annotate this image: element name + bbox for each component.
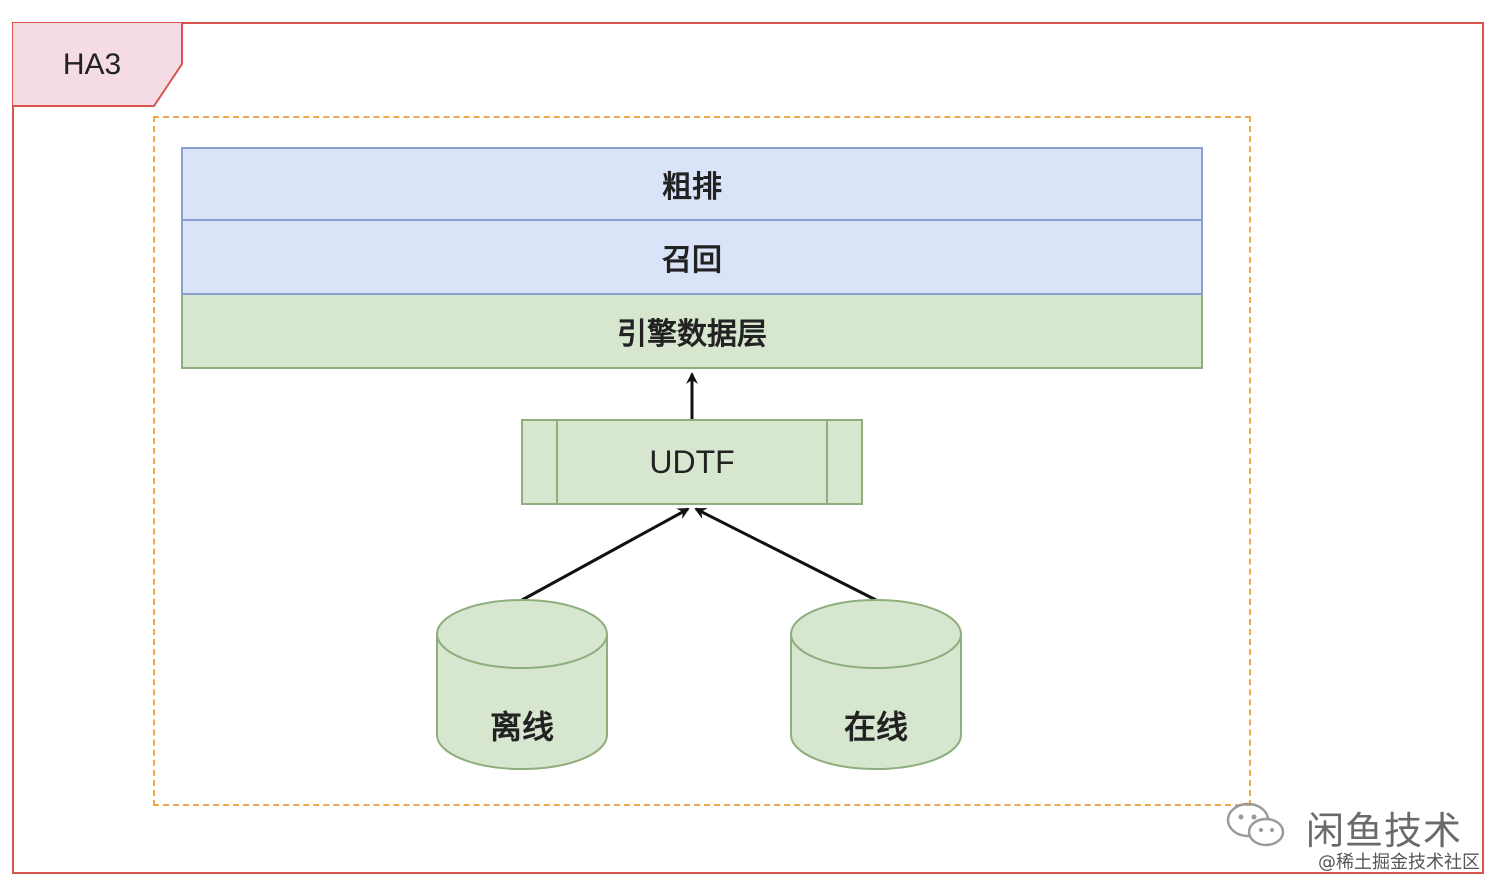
watermark-main: 闲鱼技术 <box>1306 809 1463 853</box>
udtf-left-bar <box>556 421 558 503</box>
online-source-cylinder <box>790 599 962 770</box>
udtf-right-bar <box>826 421 828 503</box>
arrow-online-to-udtf <box>694 507 877 602</box>
udtf-label: UDTF <box>649 443 735 480</box>
online-source-label: 在线 <box>843 708 908 746</box>
module-tab-label: HA3 <box>62 48 122 81</box>
wechat-icon <box>1226 802 1285 847</box>
layer-coarse-ranking: 粗排 <box>181 147 1203 221</box>
watermark-sub: @稀土掘金技术社区 <box>1318 852 1480 873</box>
offline-source-label: 离线 <box>489 708 554 746</box>
udtf-process-box: UDTF <box>521 419 863 505</box>
ha3-module-frame <box>12 22 1484 874</box>
module-tab: HA3 <box>12 22 184 108</box>
arrow-offline-to-udtf <box>521 507 690 602</box>
system-boundary <box>153 116 1251 806</box>
layer-engine-data: 引擎数据层 <box>181 295 1203 369</box>
offline-source-cylinder <box>436 599 608 770</box>
layer-recall: 召回 <box>181 221 1203 295</box>
